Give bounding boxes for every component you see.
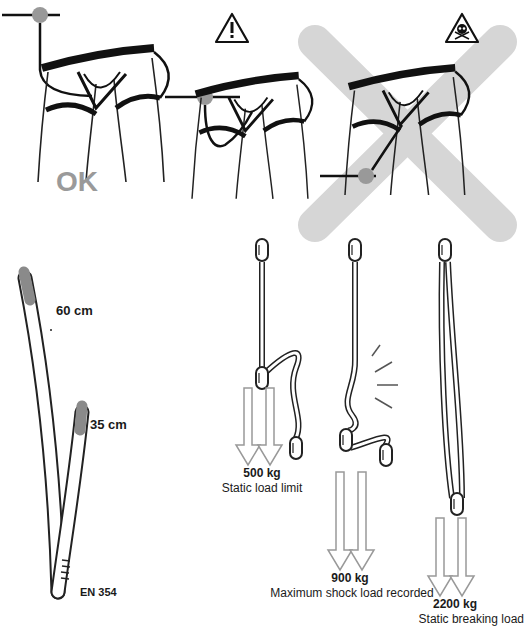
rig-shock-load (328, 239, 398, 570)
status-label: OK (56, 166, 98, 198)
callout-label: 900 kg (331, 572, 368, 586)
callout-label: EN 354 (80, 586, 117, 599)
callout-label: Static breaking load (419, 613, 524, 627)
callout-label: 35 cm (90, 418, 127, 433)
callout-label: 60 cm (56, 304, 93, 319)
callout-label: 2200 kg (433, 598, 477, 612)
sling-pair (24, 272, 82, 592)
callout-label: Static load limit (222, 482, 303, 496)
harness-danger (315, 14, 500, 225)
harness-ok (2, 7, 169, 182)
callout-label: Maximum shock load recorded (270, 587, 433, 601)
rig-breaking-load (428, 239, 474, 596)
harness-warning (165, 14, 312, 199)
rig-static-limit (236, 239, 302, 465)
callout-label: 500 kg (243, 467, 280, 481)
